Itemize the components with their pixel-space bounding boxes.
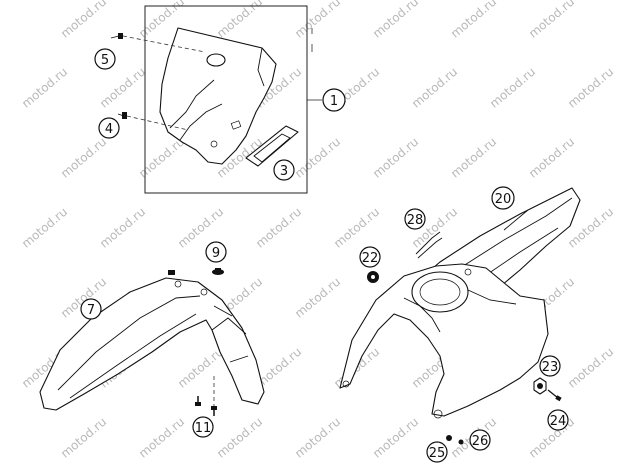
grommet-28	[415, 231, 443, 259]
bolt-9	[212, 268, 224, 275]
screw-4	[117, 112, 189, 131]
svg-text:20: 20	[495, 192, 512, 207]
callout-7: 7	[80, 298, 102, 320]
callout-1: 1	[322, 88, 346, 112]
callout-23: 23	[539, 355, 561, 377]
front-fender	[39, 277, 265, 411]
callout-22: 22	[359, 246, 381, 268]
screw-24	[547, 389, 562, 402]
screw-11	[195, 376, 217, 416]
svg-text:1: 1	[330, 94, 338, 109]
svg-text:4: 4	[105, 122, 113, 137]
nut-22	[367, 271, 379, 283]
svg-text:5: 5	[101, 53, 109, 68]
svg-text:26: 26	[472, 434, 489, 449]
callout-20: 20	[491, 186, 515, 210]
callout-3: 3	[273, 159, 295, 181]
svg-text:3: 3	[280, 164, 288, 179]
screw-5	[110, 33, 206, 53]
callout-4: 4	[98, 117, 120, 139]
svg-text:9: 9	[212, 246, 220, 261]
number-plate-hole	[206, 53, 226, 67]
callout-25: 25	[426, 441, 448, 463]
callout-9: 9	[205, 241, 227, 263]
svg-text:24: 24	[550, 414, 567, 429]
svg-text:25: 25	[429, 446, 446, 461]
svg-text:7: 7	[87, 303, 95, 318]
callout-5: 5	[94, 48, 116, 70]
bolt-23	[533, 377, 547, 395]
callout-24: 24	[547, 409, 569, 431]
number-plate-sticker	[245, 125, 299, 167]
svg-text:22: 22	[362, 251, 379, 266]
callout-26: 26	[469, 429, 491, 451]
svg-text:23: 23	[542, 360, 559, 375]
callout-28: 28	[404, 208, 426, 230]
washer-25-26	[446, 435, 464, 445]
nut-small	[168, 270, 175, 275]
air-box-opening	[411, 271, 469, 313]
number-plate	[159, 27, 277, 165]
number-plate-group-frame	[144, 5, 308, 194]
side-panel	[339, 263, 549, 419]
callout-11: 11	[192, 416, 214, 438]
svg-text:28: 28	[407, 213, 424, 228]
svg-text:11: 11	[195, 421, 212, 436]
